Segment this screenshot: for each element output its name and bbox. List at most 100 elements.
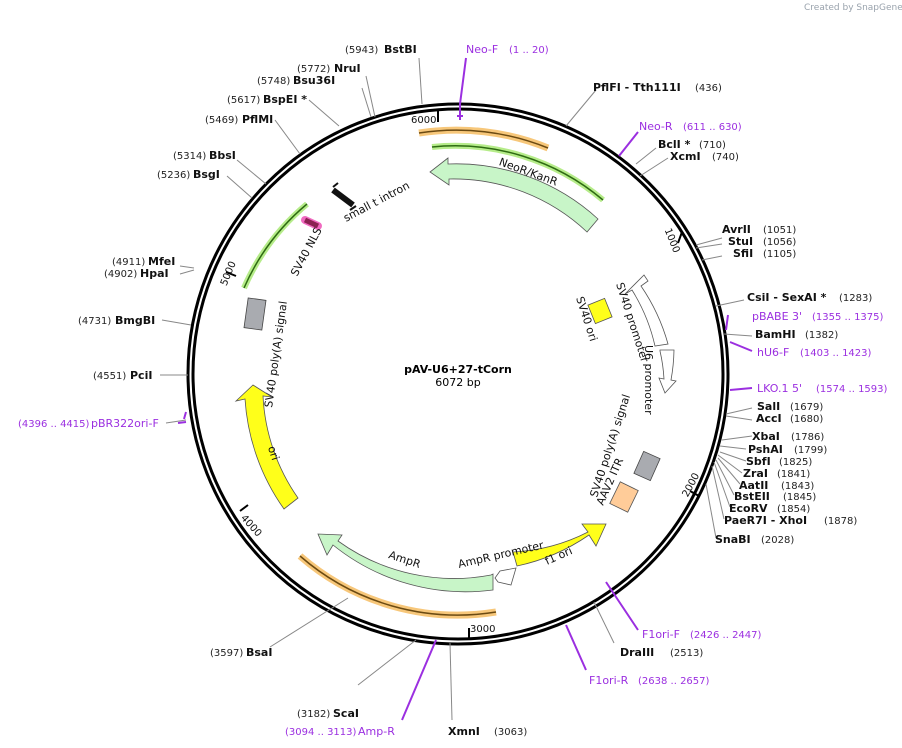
pos-xbai: (1786) (791, 432, 824, 443)
pos-acci: (1680) (790, 414, 823, 425)
enz-aatii: AatII (739, 479, 768, 492)
feature-sv40-promoter (624, 274, 669, 347)
tick-1000 (677, 231, 683, 244)
pos-sbfi: (1825) (779, 457, 812, 468)
enz-sfii: SfiI (733, 247, 753, 260)
enz-pshai: PshAI (748, 443, 783, 456)
primer-marks (177, 57, 753, 721)
pos-paer7i: (1878) (824, 516, 857, 527)
pos-avrii: (1051) (763, 225, 796, 236)
primer-lko15-pos: (1574 .. 1593) (816, 384, 888, 395)
label-u6-promoter: U6 promoter (642, 345, 655, 415)
pos-bstbi: (5943) (345, 45, 378, 56)
pos-bamhi: (1382) (805, 330, 838, 341)
enz-mfei: MfeI (148, 255, 175, 268)
pos-draiii: (2513) (670, 648, 703, 659)
enz-scai: ScaI (333, 707, 359, 720)
enz-bcli: BclI * (658, 138, 691, 151)
enz-draiii: DraIII (620, 646, 654, 659)
primer-hu6-f-pos: (1403 .. 1423) (800, 348, 872, 359)
primer-f1ori-r-pos: (2638 .. 2657) (638, 676, 710, 687)
pos-aatii: (1843) (781, 481, 814, 492)
feature-sv40-polya-left (243, 297, 267, 331)
primer-pbabe3: pBABE 3' (752, 310, 802, 323)
enz-stui: StuI (728, 235, 753, 248)
neo-green-arc (431, 142, 605, 203)
enz-bstbi: BstBI (384, 43, 417, 56)
pos-pshai: (1799) (794, 445, 827, 456)
neo-primer-arc (418, 126, 550, 152)
enz-bbsi: BbsI (209, 149, 236, 162)
pos-sfii: (1105) (763, 249, 796, 260)
enz-hpai: HpaI (140, 267, 169, 280)
primer-pbabe3-pos: (1355 .. 1375) (812, 312, 884, 323)
pos-xmni: (3063) (494, 727, 527, 738)
enz-paer7i-xhoi: PaeR7I - XhoI (724, 514, 807, 527)
feature-ampr (317, 533, 494, 593)
enz-xmni: XmnI (448, 725, 480, 738)
pos-srui: (5772) (297, 64, 330, 75)
enz-pflfi-tth111i: PflFI - Tth111I (593, 81, 681, 94)
feature-aav2-itr (609, 481, 639, 513)
amp-primer-arc (297, 553, 497, 619)
enz-bsteii: BstEII (734, 490, 770, 503)
primer-f1ori-r: F1ori-R (589, 674, 629, 687)
pos-sali: (1679) (790, 402, 823, 413)
pos-hpai: (4902) (104, 269, 137, 280)
pos-pflmi: (5469) (205, 115, 238, 126)
primer-f1ori-f: F1ori-F (642, 628, 680, 641)
tick-marks (225, 111, 700, 638)
tick-4000 (239, 504, 249, 512)
feature-sv40-nls (301, 216, 322, 230)
primer-neo-f-pos: (1 .. 20) (509, 45, 549, 56)
pos-bsai: (3597) (210, 648, 243, 659)
pos-zrai: (1841) (777, 469, 810, 480)
pos-snabi: (2028) (761, 535, 794, 546)
credit-text: Created by SnapGene (804, 3, 902, 13)
enz-zrai: ZraI (743, 467, 768, 480)
plasmid-size: 6072 bp (435, 376, 480, 389)
pos-xcmi: (740) (712, 152, 739, 163)
primer-neo-r: Neo-R (639, 120, 673, 133)
primer-pbr322-pos: (4396 .. 4415) (18, 419, 90, 430)
tick-2000 (689, 490, 700, 497)
label-ampr: AmpR (387, 548, 423, 571)
pos-pcii: (4551) (93, 371, 126, 382)
enz-ecorv: EcoRV (729, 502, 768, 515)
leader-lines (160, 57, 753, 721)
pos-bspei: (5617) (227, 95, 260, 106)
label-sv40-polya-left: SV40 poly(A) signal (262, 300, 290, 408)
enz-xcmi: XcmI (670, 150, 701, 163)
feature-neor-kanr (429, 157, 599, 233)
feature-sv40-ori (587, 297, 613, 325)
enz-bsai: BsaI (246, 646, 272, 659)
tick-label-3000: 3000 (470, 624, 495, 635)
enz-sali: SalI (757, 400, 780, 413)
label-sv40-nls: SV40 NLS (288, 225, 325, 278)
tick-label-5000: 5000 (219, 260, 239, 288)
enz-xbai: XbaI (752, 430, 780, 443)
primer-pbr322ori-f: pBR322ori-F (91, 417, 159, 430)
enz-avrii: AvrII (722, 223, 751, 236)
backbone-outer (186, 102, 730, 646)
pos-bmgbi: (4731) (78, 316, 111, 327)
tick-label-1000: 1000 (662, 227, 682, 255)
enz-nrui: NruI (334, 62, 361, 75)
feature-f1-ori (512, 523, 607, 567)
tick-5000 (225, 271, 237, 277)
pos-bsu36i: (5748) (257, 76, 290, 87)
enz-snabi: SnaBI (715, 533, 751, 546)
enz-bmgbi: BmgBI (115, 314, 155, 327)
pos-bsteii: (1845) (783, 492, 816, 503)
pos-pflfi: (436) (695, 83, 722, 94)
feature-small-t-intron (331, 182, 357, 211)
pos-bcli: (710) (699, 140, 726, 151)
primer-f1ori-f-pos: (2426 .. 2447) (690, 630, 762, 641)
pos-stui: (1056) (763, 237, 796, 248)
enz-pflmi: PflMI (242, 113, 273, 126)
pos-scai: (3182) (297, 709, 330, 720)
feature-ori (234, 384, 299, 510)
feature-ampr-promoter (494, 567, 517, 586)
feature-u6-promoter (658, 349, 677, 394)
